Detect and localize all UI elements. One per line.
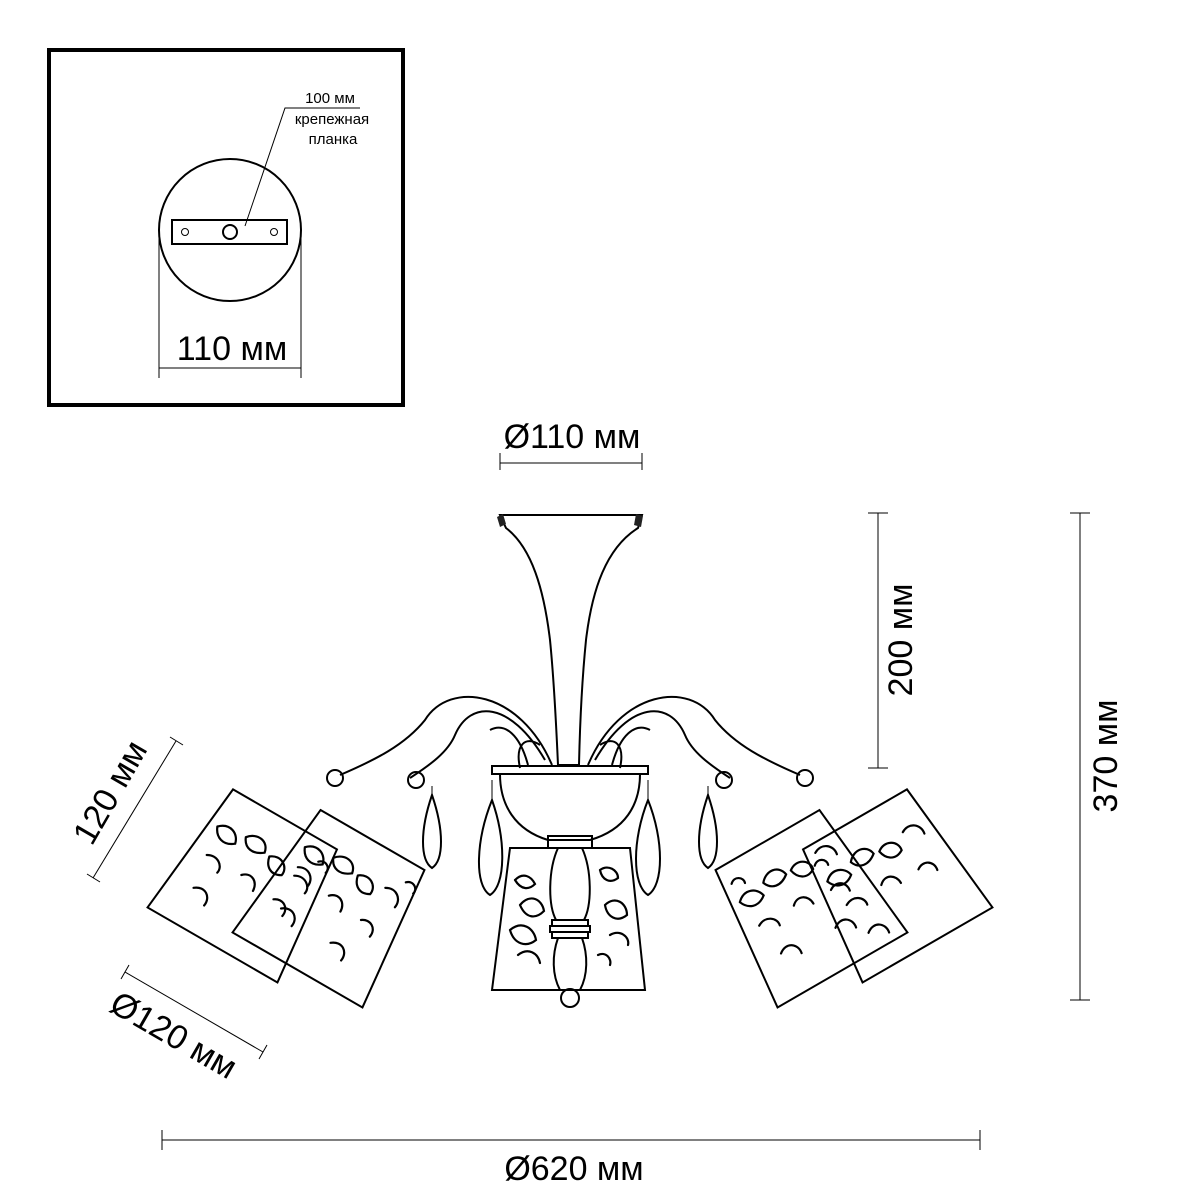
chandelier-body [146, 514, 994, 1009]
arm-5 [489, 726, 529, 766]
shade-diameter-line [124, 971, 264, 1053]
shade-left-outer-outline [146, 788, 339, 984]
shade-right-outer-pattern [813, 824, 939, 934]
shade-right-outer [801, 788, 994, 984]
shade-left-inner [231, 808, 426, 1009]
shade-height-tick-bottom [86, 873, 101, 883]
crystal-drop-2 [477, 797, 504, 897]
center-plate [491, 765, 649, 775]
base-width-label: 110 мм [177, 330, 287, 368]
arm-4 [594, 710, 731, 779]
shade-diameter-tick-top [120, 964, 130, 980]
center-shade-pattern [508, 866, 630, 967]
shade-left-outer [146, 788, 339, 984]
arm-knob-4 [796, 769, 814, 787]
mounting-bar [171, 219, 288, 245]
canopy-height-label: 200 мм [882, 584, 920, 697]
shade-right-inner-outline [714, 808, 909, 1009]
shade-right-inner-pattern [730, 845, 858, 955]
bar-hole-left [181, 228, 189, 236]
arm-knob-3 [715, 771, 733, 789]
canopy-screw-right [634, 514, 643, 527]
arm-3 [587, 695, 801, 776]
mounting-plate-inset: 100 мм крепежная планка 110 мм [47, 48, 405, 407]
plate-note-line2: крепежная [295, 111, 369, 128]
arm-knob-1 [326, 769, 344, 787]
total-diameter-dimension: Ø620 мм [161, 1130, 981, 1188]
bowl-collar [547, 835, 593, 849]
column-finial [560, 988, 580, 1008]
total-height-dimension: 370 мм [1070, 512, 1125, 1001]
arm-2 [409, 710, 546, 779]
shade-left-outer-pattern [192, 824, 329, 918]
shade-height-line [92, 740, 177, 879]
shade-height-dimension: 120 мм [66, 734, 184, 883]
plate-note-line1: 100 мм [305, 90, 355, 107]
column-lower [552, 937, 588, 991]
center-bowl [499, 773, 641, 841]
total-diameter-label: Ø620 мм [504, 1150, 643, 1188]
crystal-drop-1 [422, 791, 442, 870]
arm-loop-left [517, 740, 541, 769]
shade-height-label: 120 мм [66, 734, 155, 851]
arm-1 [339, 695, 553, 776]
center-column [549, 847, 591, 921]
base-circle [158, 158, 302, 302]
arm-6 [611, 726, 651, 766]
inset-frame [47, 48, 405, 407]
shade-left-inner-pattern [279, 845, 417, 962]
center-shade [490, 847, 647, 991]
shade-left-inner-outline [231, 808, 426, 1009]
shade-diameter-tick-bottom [258, 1044, 268, 1060]
bar-center-hole [222, 224, 238, 240]
total-height-label: 370 мм [1087, 700, 1125, 813]
crystal-drop-3 [635, 797, 661, 897]
bar-hole-right [270, 228, 278, 236]
note-leader-line [244, 107, 360, 227]
canopy-height-dimension: 200 мм [868, 512, 920, 769]
plate-note-line3: планка [309, 131, 358, 148]
shade-right-outer-outline [801, 788, 994, 984]
canopy-diameter-label: Ø110 мм [504, 418, 641, 456]
arm-knob-2 [407, 771, 425, 789]
canopy-screw-left [497, 514, 506, 527]
crystal-drop-4 [698, 791, 718, 870]
shade-height-tick-top [169, 736, 184, 746]
arm-loop-right [599, 740, 623, 769]
shade-diameter-dimension: Ø120 мм [104, 964, 268, 1087]
shade-right-inner [714, 808, 909, 1009]
canopy-diameter-dimension: Ø110 мм [499, 418, 643, 470]
